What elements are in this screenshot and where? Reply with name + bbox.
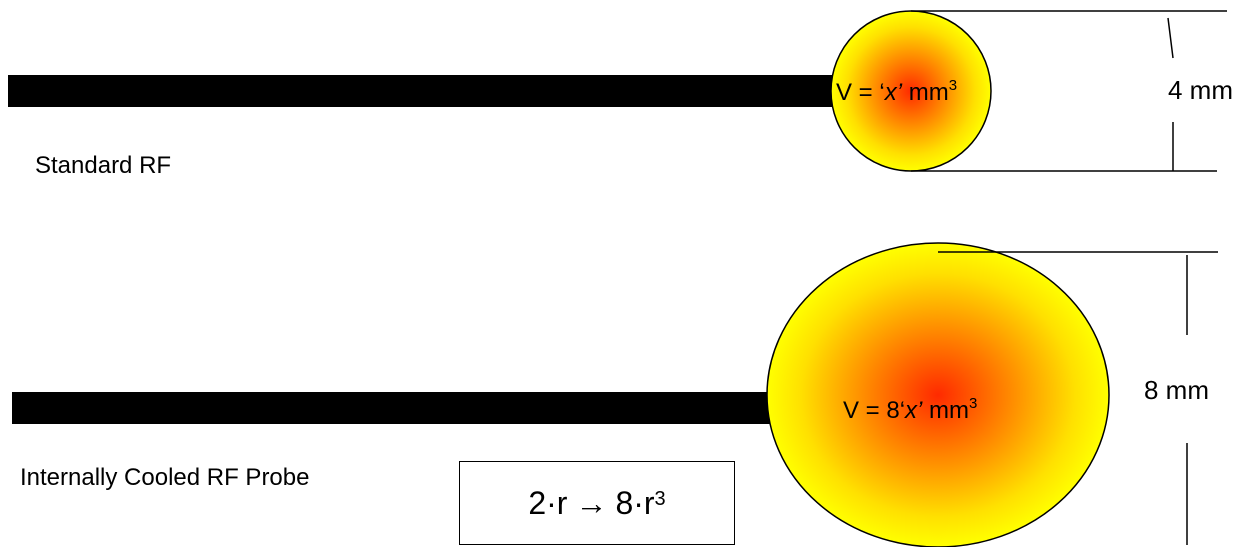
cooled-ablation-zone — [766, 242, 1110, 547]
cooled-dimension-label: 8 mm — [1144, 375, 1209, 405]
standard-rf-label: Standard RF — [35, 152, 171, 179]
cooled-rf-probe-label: Internally Cooled RF Probe — [20, 464, 309, 491]
formula-rhs-exponent: 3 — [654, 487, 666, 510]
standard-volume-label: V = ‘x’ mm3 — [836, 77, 957, 106]
standard-probe-shaft — [8, 75, 843, 107]
standard-dimension-line-upper — [1167, 17, 1174, 59]
cooled-probe-shaft — [12, 392, 772, 424]
arrow-right-icon: → — [575, 484, 608, 521]
formula-rhs: 8·r — [615, 484, 655, 521]
standard-dimension-label: 4 mm — [1168, 75, 1233, 105]
formula-lhs: 2·r — [528, 484, 568, 521]
cooled-volume-label: V = 8‘x’ mm3 — [843, 395, 977, 424]
